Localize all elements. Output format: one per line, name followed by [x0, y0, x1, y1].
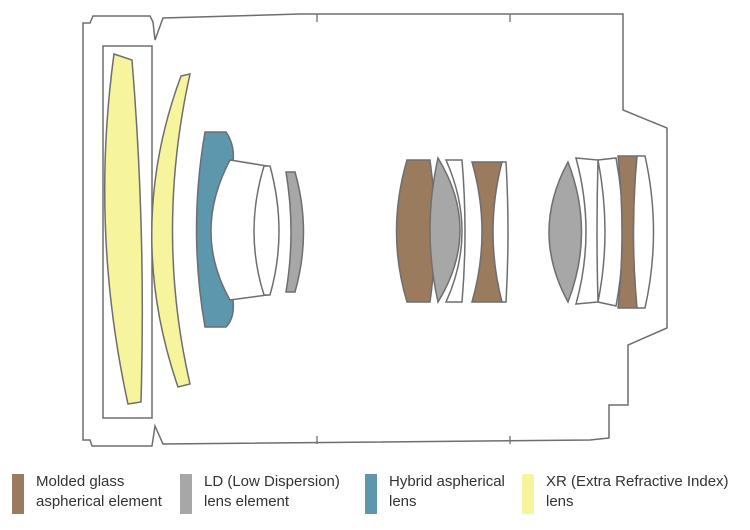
legend-label-line2: lens element [204, 493, 290, 510]
lens-diagram-svg [82, 13, 668, 447]
legend-label-line1: Molded glass [36, 473, 125, 490]
clear-lens-element-5 [574, 157, 599, 305]
legend: Molded glass aspherical element LD (Low … [0, 464, 750, 530]
clear-lens-element-6 [597, 157, 624, 307]
ld-lens-element-3 [548, 160, 583, 304]
barrel-tick-marks [316, 14, 511, 444]
legend-swatch-ld [180, 474, 192, 514]
legend-label-line1: LD (Low Dispersion) [204, 473, 340, 490]
lens-barrel-outline [82, 13, 668, 447]
clear-lens-element-2 [253, 165, 280, 296]
ld-lens-element-2 [429, 156, 461, 304]
clear-lens-element-7 [632, 155, 655, 309]
xr-lens-element-2 [151, 73, 191, 388]
legend-swatch-molded [12, 474, 24, 514]
legend-label-line2: aspherical element [36, 493, 162, 510]
lens-construction-diagram [82, 13, 668, 447]
legend-label-line1: Hybrid aspherical [389, 473, 505, 490]
molded-aspherical-element-1 [395, 159, 436, 303]
ld-lens-element-1 [285, 171, 305, 293]
legend-label-line1: XR (Extra Refractive Index) [546, 473, 729, 490]
clear-lens-element-4 [492, 161, 509, 303]
legend-swatch-xr [522, 474, 534, 514]
legend-swatch-hybrid [365, 474, 377, 514]
legend-label-line2: lens [389, 493, 417, 510]
clear-lens-element-3 [444, 159, 466, 303]
xr-lens-element-1 [103, 53, 144, 405]
legend-label-line2: lens [546, 493, 574, 510]
